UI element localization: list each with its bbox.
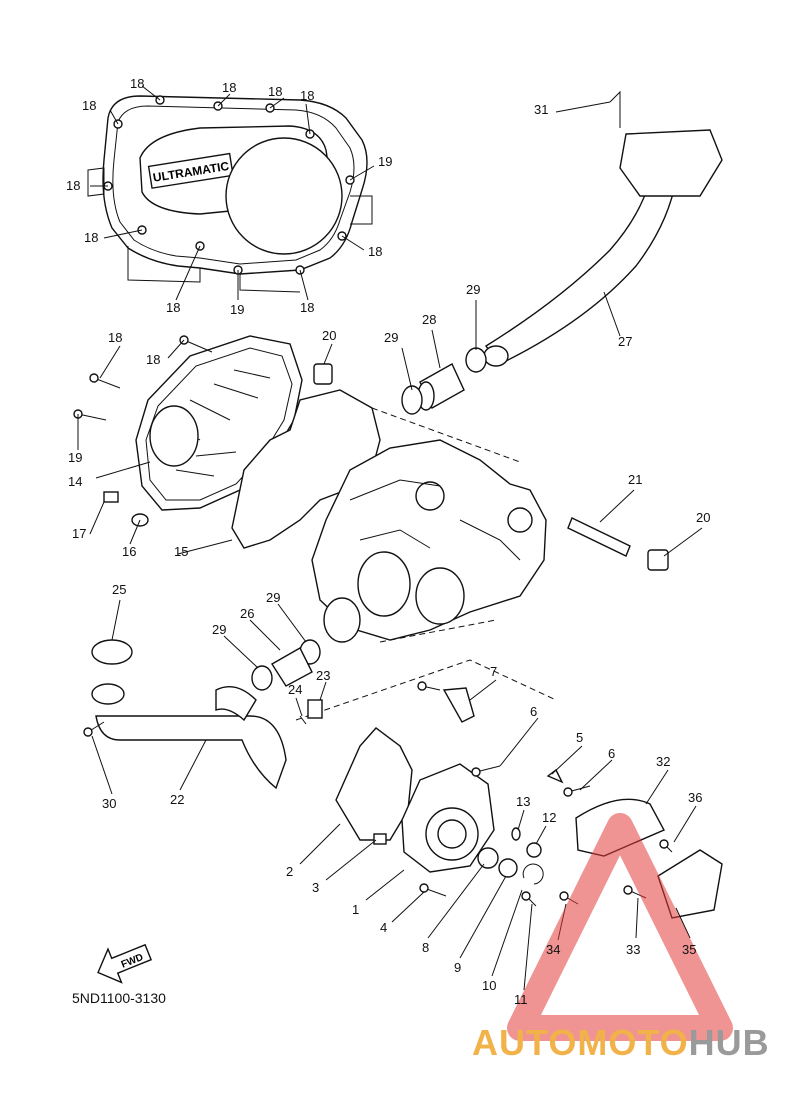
seal-25 [91, 639, 133, 665]
callout: 28 [422, 312, 436, 327]
fitting-20-left [313, 363, 333, 385]
callout: 1 [352, 902, 359, 917]
callout: 31 [534, 102, 548, 117]
callout: 36 [688, 790, 702, 805]
callout: 17 [72, 526, 86, 541]
callout: 29 [466, 282, 480, 297]
bearing-8 [477, 847, 499, 869]
callout: 6 [530, 704, 537, 719]
callout: 18 [222, 80, 236, 95]
callout: 10 [482, 978, 496, 993]
callout: 18 [368, 244, 382, 259]
callout: 18 [300, 300, 314, 315]
callout: 25 [112, 582, 126, 597]
callout: 35 [682, 942, 696, 957]
clamp-29a [401, 385, 423, 415]
callout: 18 [268, 84, 282, 99]
leader-lines [77, 85, 703, 991]
air-duct-27 [483, 90, 723, 367]
callout: 20 [322, 328, 336, 343]
callout: 9 [454, 960, 461, 975]
callout: 18 [166, 300, 180, 315]
callout: 26 [240, 606, 254, 621]
watermark-text-part1: AUTOMOTO [472, 1022, 689, 1063]
callout: 29 [212, 622, 226, 637]
clamp-29b [465, 347, 487, 373]
callout: 4 [380, 920, 387, 935]
watermark-text-part2: HUB [688, 1022, 770, 1063]
seal-9 [498, 858, 518, 878]
callout: 6 [608, 746, 615, 761]
callout: 12 [542, 810, 556, 825]
callout: 19 [68, 450, 82, 465]
callout: 3 [312, 880, 319, 895]
callout: 18 [82, 98, 96, 113]
duct-22 [91, 683, 287, 790]
watermark-text: AUTOMOTOHUB [472, 1022, 770, 1064]
bracket-7 [442, 687, 475, 723]
callout: 15 [174, 544, 188, 559]
callout: 32 [656, 754, 670, 769]
oring-13 [511, 827, 521, 841]
callout: 11 [514, 992, 528, 1007]
pin-24 [299, 715, 307, 725]
callout: 18 [300, 88, 314, 103]
callout: 21 [628, 472, 642, 487]
callout: 18 [66, 178, 80, 193]
part-code: 5ND1100-3130 [72, 990, 166, 1006]
callout: 34 [546, 942, 560, 957]
joint-28 [417, 363, 465, 411]
fitting-20-right [647, 549, 669, 571]
callout: 18 [84, 230, 98, 245]
callout: 24 [288, 682, 302, 697]
callout: 19 [230, 302, 244, 317]
circlip-10 [522, 863, 544, 885]
outer-cover-ultramatic: ULTRAMATIC [87, 95, 373, 293]
collar-23 [307, 699, 323, 719]
joint-26 [271, 647, 313, 687]
callout: 29 [384, 330, 398, 345]
callout: 16 [122, 544, 136, 559]
gasket-2 [335, 727, 413, 841]
callout: 18 [108, 330, 122, 345]
callout: 14 [68, 474, 82, 489]
callout: 30 [102, 796, 116, 811]
callout: 19 [378, 154, 392, 169]
callout: 7 [490, 664, 497, 679]
callout-numbers: 18 18 18 18 18 19 18 18 18 18 19 18 31 2… [66, 76, 710, 1007]
callout: 2 [286, 864, 293, 879]
clamp-29c [251, 665, 273, 691]
callout: 13 [516, 794, 530, 809]
crankcase [311, 439, 547, 643]
cover-1 [401, 763, 495, 873]
fwd-direction-arrow: FWD [97, 943, 153, 984]
dowel-3 [373, 833, 387, 845]
callout: 18 [146, 352, 160, 367]
callout: 27 [618, 334, 632, 349]
callout: 8 [422, 940, 429, 955]
callout: 33 [626, 942, 640, 957]
callout: 23 [316, 668, 330, 683]
callout: 29 [266, 590, 280, 605]
watermark-logo [507, 813, 733, 1041]
pipe-21 [567, 517, 631, 557]
inner-cover-gasket [231, 389, 381, 549]
assembly-guide-lines [295, 407, 557, 721]
callout: 18 [130, 76, 144, 91]
callout: 22 [170, 792, 184, 807]
plug-12 [526, 842, 542, 858]
callout: 20 [696, 510, 710, 525]
callout: 5 [576, 730, 583, 745]
